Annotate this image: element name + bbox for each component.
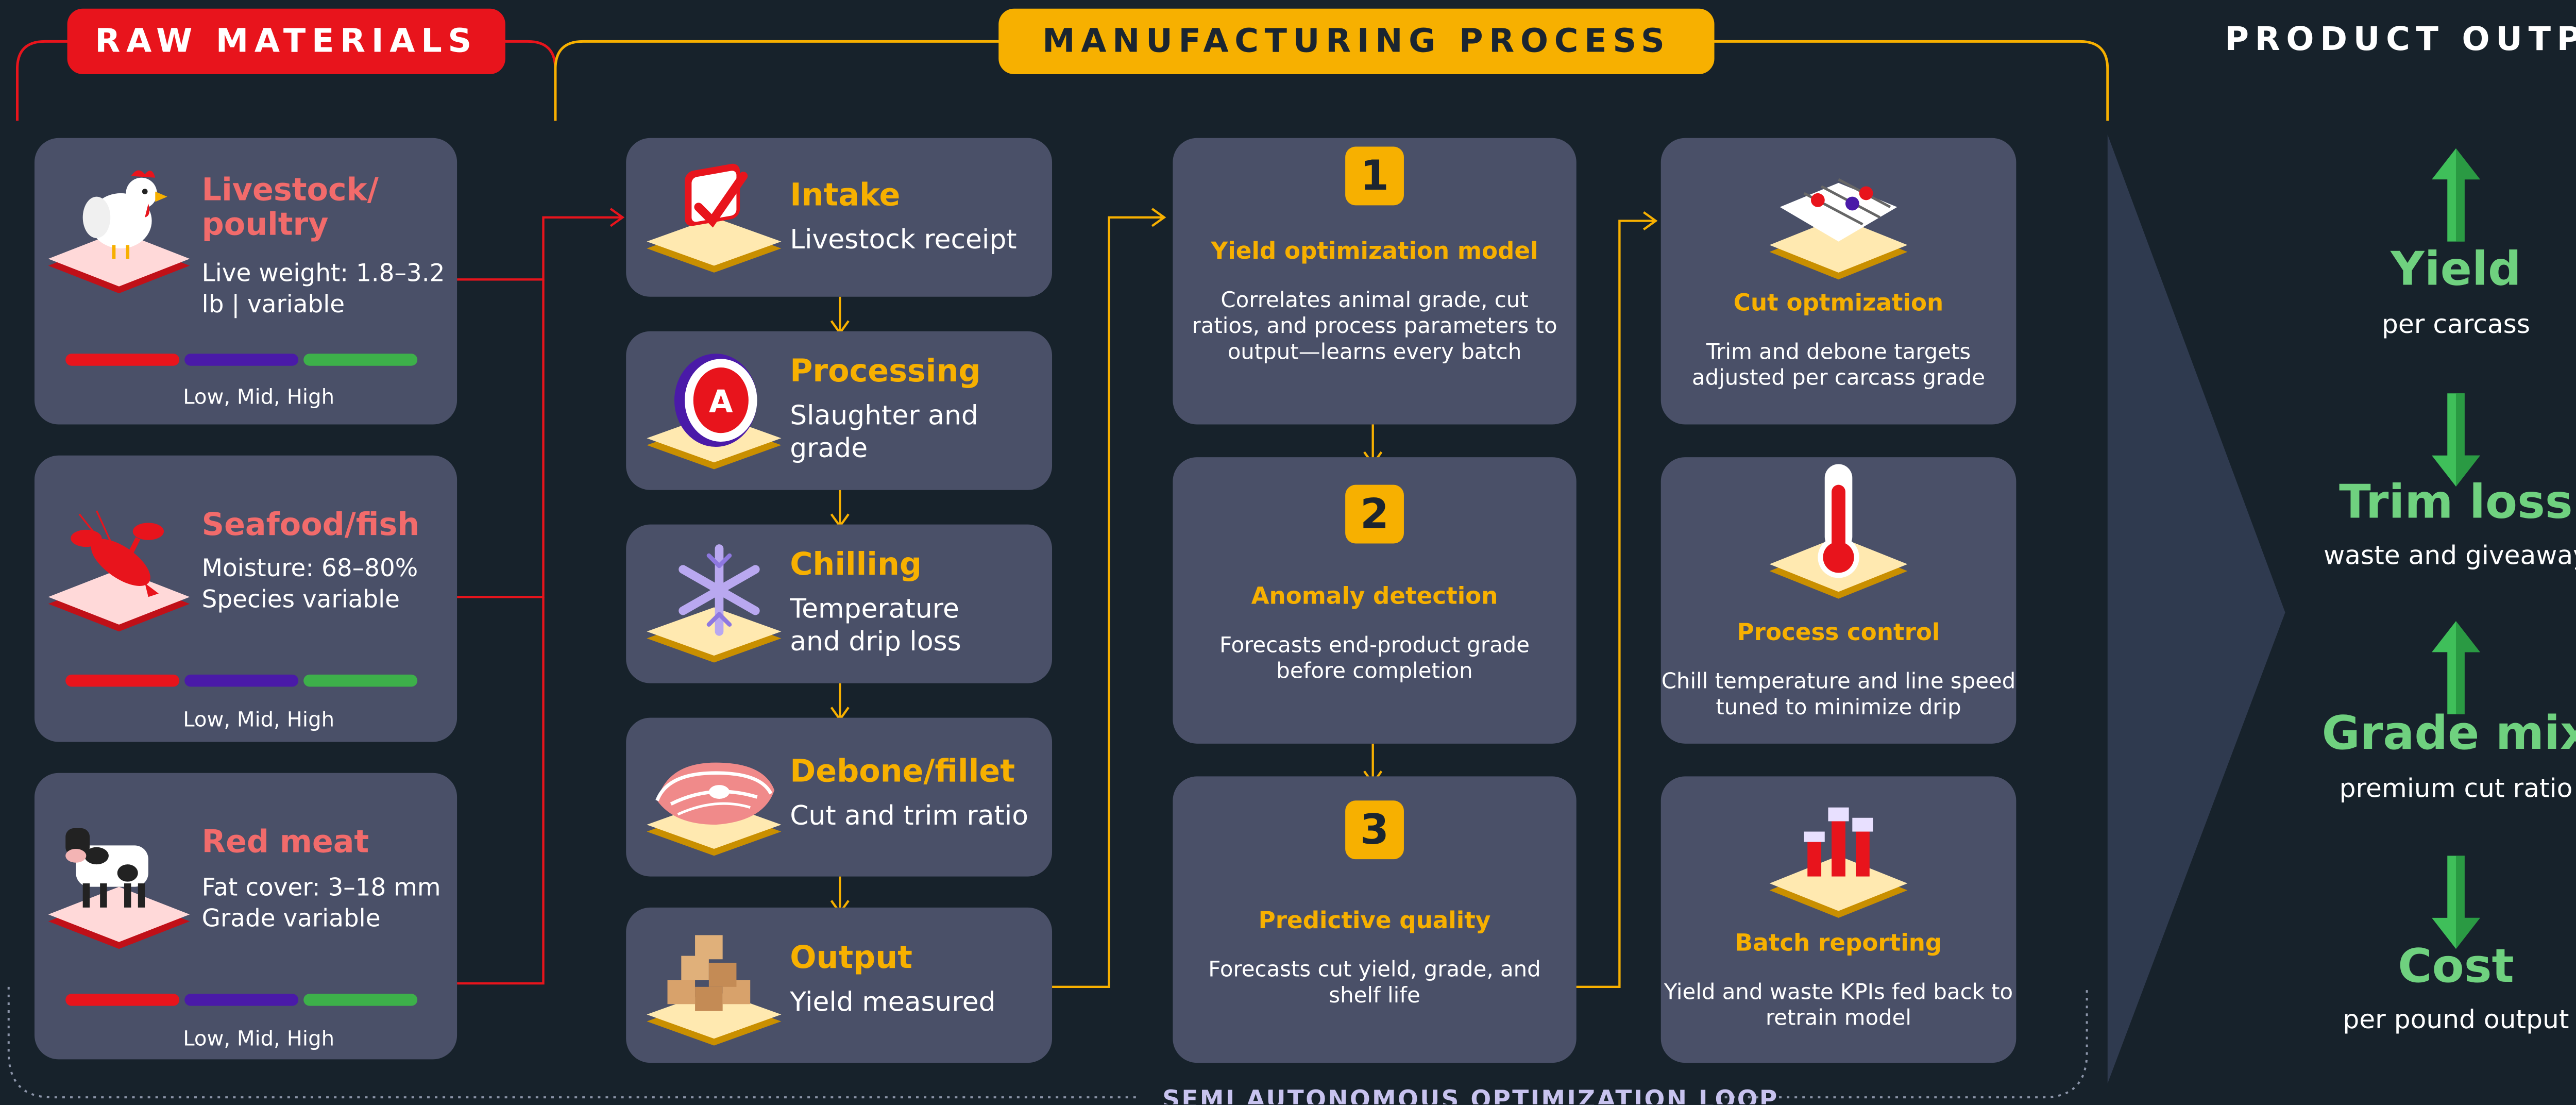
step-card-output: Output Yield measured bbox=[626, 907, 1053, 1063]
step-desc: Slaughter and grade bbox=[790, 400, 978, 464]
output-sub: per carcass bbox=[2381, 309, 2530, 340]
model-title: Anomaly detection bbox=[1251, 583, 1498, 611]
cow-icon bbox=[48, 828, 190, 949]
boxes-icon bbox=[647, 935, 782, 1046]
model-desc: Forecasts end-product grade before compl… bbox=[1219, 631, 1530, 683]
arrow-up-icon bbox=[2432, 148, 2480, 242]
model-card-2: 2 Anomaly detection Forecasts end-produc… bbox=[1173, 457, 1577, 744]
model-desc: Forecasts cut yield, grade, and shelf li… bbox=[1208, 956, 1541, 1008]
app-card-cut-optimization: Cut optmization Trim and debone targets … bbox=[1660, 138, 2016, 425]
arrow-down-icon bbox=[2432, 393, 2480, 487]
app-card-process-control: Process control Chill temperature and li… bbox=[1660, 457, 2016, 744]
checkbox-icon bbox=[647, 163, 782, 273]
app-title: Process control bbox=[1737, 619, 1940, 647]
model-card-1: 1 Yield optimization model Correlates an… bbox=[1173, 138, 1577, 425]
step-title: Output bbox=[790, 940, 912, 977]
output-title: Trim loss bbox=[2339, 476, 2573, 530]
app-desc: Yield and waste KPIs fed back to retrain… bbox=[1664, 978, 2013, 1030]
scale-mid-bar bbox=[184, 354, 299, 366]
step-title: Intake bbox=[790, 177, 901, 214]
scale-high-bar bbox=[303, 994, 418, 1006]
raw-title: Seafood/fish bbox=[201, 507, 420, 544]
scale-caption: Low, Mid, High bbox=[183, 707, 335, 732]
app-desc: Trim and debone targets adjusted per car… bbox=[1691, 338, 1986, 390]
step-title: Processing bbox=[790, 354, 981, 390]
step-number-badge: 3 bbox=[1345, 800, 1404, 860]
product-outputs-header: PRODUCT OUTPUTS bbox=[2225, 21, 2576, 59]
step-desc: Cut and trim ratio bbox=[790, 800, 1029, 832]
process-bracket bbox=[554, 40, 2109, 121]
scale-high-bar bbox=[303, 354, 418, 366]
step-title: Chilling bbox=[790, 547, 922, 583]
model-desc: Correlates animal grade, cut ratios, and… bbox=[1192, 286, 1557, 364]
snowflake-icon bbox=[647, 544, 782, 663]
raw-desc: Live weight: 1.8–3.2 lb | variable bbox=[201, 260, 445, 320]
step-desc: Livestock receipt bbox=[790, 224, 1017, 256]
raw-connectors bbox=[457, 208, 625, 985]
step-number-badge: 1 bbox=[1345, 146, 1404, 206]
model-card-3: 3 Predictive quality Forecasts cut yield… bbox=[1173, 776, 1577, 1063]
app-title: Cut optmization bbox=[1733, 290, 1944, 317]
manufacturing-process-header: MANUFACTURING PROCESS bbox=[998, 8, 1715, 74]
app-card-batch-reporting: Batch reporting Yield and waste KPIs fed… bbox=[1660, 776, 2016, 1063]
scale-low-bar bbox=[65, 674, 180, 687]
app-title: Batch reporting bbox=[1735, 930, 1942, 958]
output-title: Cost bbox=[2398, 940, 2514, 994]
bar-chart-icon bbox=[1769, 807, 1908, 918]
lobster-icon bbox=[48, 510, 190, 632]
scale-low-bar bbox=[65, 994, 180, 1006]
model-title: Predictive quality bbox=[1258, 907, 1491, 935]
sliders-icon bbox=[1769, 178, 1908, 280]
grade-seal-icon: A bbox=[647, 354, 782, 470]
loop-label: SEMI AUTONOMOUS OPTIMIZATION LOOP bbox=[1162, 1086, 1779, 1104]
output-sub: per pound output bbox=[2343, 1004, 2569, 1035]
output-title: Yield bbox=[2391, 243, 2521, 297]
thermometer-icon bbox=[1769, 464, 1908, 599]
step-card-intake: Intake Livestock receipt bbox=[626, 138, 1053, 297]
raw-card-livestock: Livestock/ poultry Live weight: 1.8–3.2 … bbox=[34, 138, 457, 425]
arrow-up-icon bbox=[2432, 621, 2480, 714]
step-title: Debone/fillet bbox=[790, 754, 1015, 791]
raw-title: Red meat bbox=[201, 825, 369, 861]
scale-caption: Low, Mid, High bbox=[183, 1026, 335, 1051]
step-card-debone: Debone/fillet Cut and trim ratio bbox=[626, 717, 1053, 877]
loop-bracket bbox=[7, 986, 2088, 1099]
app-desc: Chill temperature and line speed tuned t… bbox=[1661, 667, 2016, 719]
step-card-processing: A Processing Slaughter and grade bbox=[626, 331, 1053, 490]
fish-steak-icon bbox=[647, 762, 782, 856]
output-sub: waste and giveaway bbox=[2324, 540, 2576, 572]
raw-desc: Moisture: 68–80% Species variable bbox=[201, 555, 418, 614]
step-number-badge: 2 bbox=[1345, 484, 1404, 544]
arrow-down-icon bbox=[2432, 856, 2480, 949]
step-desc: Yield measured bbox=[790, 986, 996, 1018]
step-card-chilling: Chilling Temperature and drip loss bbox=[626, 524, 1053, 683]
raw-materials-header: RAW MATERIALS bbox=[67, 8, 505, 74]
output-title: Grade mix bbox=[2321, 707, 2576, 761]
scale-mid-bar bbox=[184, 994, 299, 1006]
scale-high-bar bbox=[303, 674, 418, 687]
scale-mid-bar bbox=[184, 674, 299, 687]
raw-card-seafood: Seafood/fish Moisture: 68–80% Species va… bbox=[34, 455, 457, 742]
scale-low-bar bbox=[65, 354, 180, 366]
raw-title: Livestock/ poultry bbox=[201, 172, 379, 244]
raw-card-red-meat: Red meat Fat cover: 3–18 mm Grade variab… bbox=[34, 773, 457, 1060]
chicken-icon bbox=[48, 170, 190, 294]
output-sub: premium cut ratio bbox=[2339, 773, 2573, 804]
scale-caption: Low, Mid, High bbox=[183, 384, 335, 409]
funnel-shape bbox=[2107, 135, 2285, 1084]
step-desc: Temperature and drip loss bbox=[790, 593, 961, 658]
model-title: Yield optimization model bbox=[1211, 238, 1538, 266]
svg-text:A: A bbox=[709, 384, 733, 420]
raw-desc: Fat cover: 3–18 mm Grade variable bbox=[201, 875, 441, 934]
